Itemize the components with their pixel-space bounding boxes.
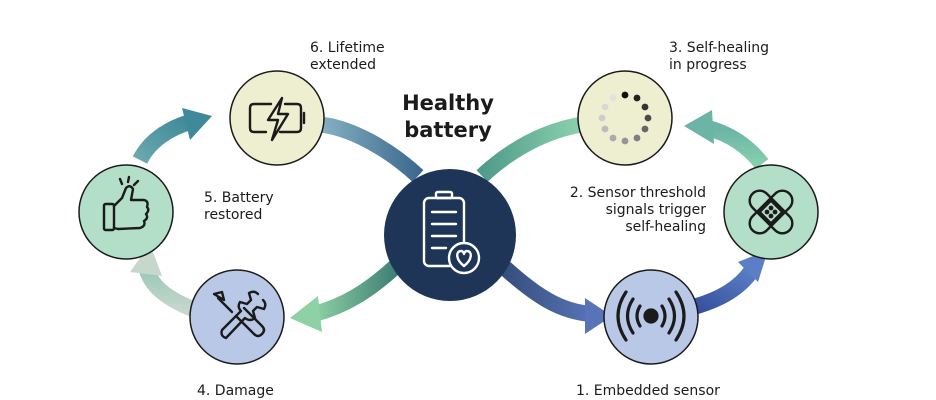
flow-band-bandage-to-self-healing — [705, 120, 769, 170]
signal-broadcast-icon — [616, 290, 686, 342]
label-battery-restored: 5. Battery restored — [204, 190, 274, 223]
flow-band-restored-to-lifetime — [132, 114, 193, 164]
node-battery-restored — [78, 164, 174, 260]
arrowhead-to-sensor — [585, 298, 612, 334]
battery-heart-icon — [422, 190, 481, 275]
bandage-icon — [748, 189, 794, 235]
node-lifetime-extended — [229, 70, 325, 166]
flow-band-center-to-damage — [311, 260, 402, 322]
node-embedded-sensor — [603, 269, 699, 365]
center-title-line2: battery — [404, 118, 492, 142]
label-damage: 4. Damage — [197, 383, 274, 399]
battery-charging-icon — [248, 96, 306, 142]
flow-band-center-to-lifetime — [314, 116, 424, 182]
center-node — [384, 169, 516, 301]
label-self-healing-in-progress: 3. Self-healing in progress — [669, 40, 770, 73]
wrench-screwdriver-icon — [212, 290, 267, 340]
loading-spinner-icon — [598, 91, 652, 145]
arrowhead-to-restored — [130, 244, 162, 276]
label-lifetime-extended: 6. Lifetime extended — [310, 40, 385, 73]
label-sensor-threshold: 2. Sensor threshold signals trigger self… — [569, 185, 706, 235]
node-self-healing-in-progress — [577, 70, 673, 166]
flow-band-center-to-self-healing — [476, 116, 587, 182]
arrowhead-to-damage — [290, 296, 322, 332]
label-embedded-sensor: 1. Embedded sensor — [576, 383, 720, 399]
flow-band-sensor-to-bandage — [687, 265, 759, 316]
flow-band-center-to-sensor — [499, 262, 593, 322]
thumbs-up-icon — [102, 175, 150, 232]
arrowhead-to-self-healing — [684, 110, 714, 144]
node-damage — [189, 269, 285, 365]
node-bandage — [723, 164, 819, 260]
arrowhead-to-lifetime — [182, 108, 212, 140]
center-title-line1: Healthy — [402, 91, 494, 115]
center-title: Healthy battery — [372, 90, 524, 144]
